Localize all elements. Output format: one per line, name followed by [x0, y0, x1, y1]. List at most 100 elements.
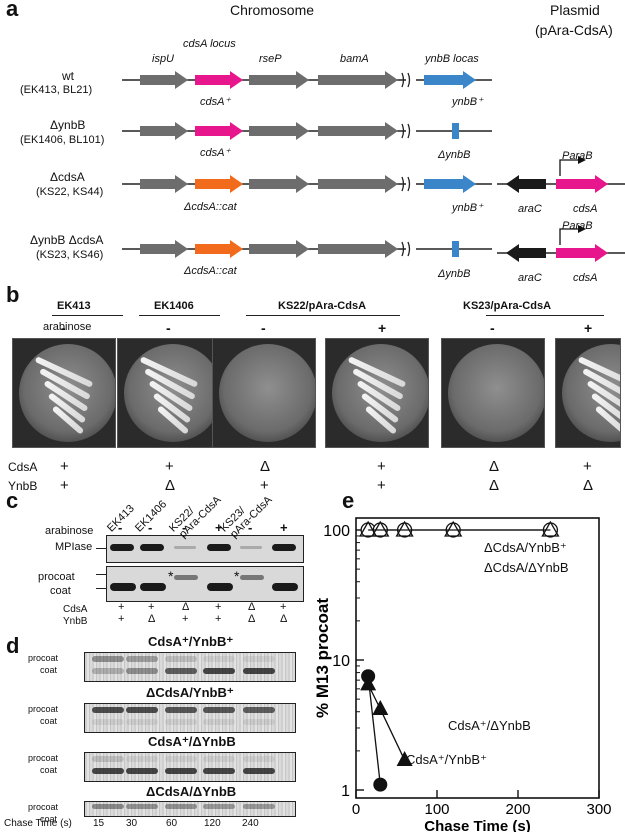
- araC-arrow: [506, 175, 546, 193]
- gene-label-rseP: rseP: [259, 53, 282, 65]
- strain-double-ids: (KS23, KS46): [36, 249, 104, 261]
- chase-time-tick: 240: [242, 818, 259, 829]
- ynbb-sign-c: +: [215, 613, 222, 625]
- cdsa-sign: +: [165, 458, 174, 475]
- procoat-band-d: [126, 707, 158, 713]
- coat-band-d: [165, 668, 197, 674]
- ynbb-sign: +: [260, 477, 269, 494]
- agar-plate: [12, 338, 116, 448]
- procoat-band-d: [203, 656, 235, 662]
- arabinose-sign-c: -: [148, 520, 153, 535]
- strain-ynbB-ids: (EK1406, BL101): [20, 134, 105, 146]
- coat-label-d: coat: [40, 765, 58, 775]
- arabinose-sign: -: [61, 320, 66, 336]
- open-triangle-marker: [371, 520, 390, 537]
- ispU-arrow: [140, 240, 188, 258]
- ynbb-sign: Δ: [583, 477, 594, 494]
- promoter-arrow: [559, 228, 578, 245]
- cdsa-sign-c: +: [118, 601, 125, 613]
- coat-band-d: [165, 719, 197, 725]
- procoat-band-d: [126, 656, 158, 662]
- coat-label-c: coat: [50, 585, 71, 597]
- coat-gel: [106, 566, 304, 602]
- cdsA-arrow: [195, 240, 243, 258]
- plasmid-cdsA-label-2: cdsA: [573, 272, 598, 284]
- ispU-arrow: [140, 71, 188, 89]
- procoat-band-d: [243, 804, 275, 809]
- x-axis-title: Chase Time (s): [424, 818, 530, 832]
- group-underline: [486, 315, 604, 316]
- rseP-arrow: [249, 71, 309, 89]
- chase-gel: [84, 652, 296, 682]
- strain-cdsA: ΔcdsA: [50, 170, 85, 184]
- plasmid-title: Plasmid: [550, 2, 600, 18]
- open-triangle-marker: [395, 520, 414, 537]
- cdsa-label-c: CdsA: [63, 604, 88, 615]
- star-mark: *: [234, 568, 240, 584]
- coat-tick: [96, 588, 106, 589]
- arabinose-sign: -: [490, 320, 495, 336]
- procoat-band-d: [165, 804, 197, 809]
- procoat-band-d: [165, 656, 197, 662]
- ynbB-deletion: [452, 241, 459, 257]
- gel-title: CdsA⁺/YnbB⁺: [148, 634, 234, 649]
- strain-wt-ids: (EK413, BL21): [20, 84, 93, 96]
- gene-label-cdsA-locus: cdsA locus: [183, 38, 236, 50]
- procoat-band-d: [243, 756, 275, 762]
- cdsa-sign-c: +: [215, 601, 222, 613]
- ynbb-sign-c: +: [182, 613, 189, 625]
- plate-dish: [219, 344, 315, 442]
- y-tick-label: 10: [332, 653, 350, 670]
- procoat-label-c: procoat: [38, 571, 75, 583]
- agar-plate: [212, 338, 316, 448]
- ynbb-sign: Δ: [165, 477, 176, 494]
- ynbb-sign-c: Δ: [248, 613, 256, 625]
- y-axis-title: % M13 procoat: [313, 598, 332, 718]
- mplase-band: [272, 544, 296, 551]
- coat-band-d: [243, 768, 275, 774]
- promoter-arrowhead: [578, 156, 586, 164]
- cdsa-label-b: CdsA: [8, 460, 38, 474]
- group-label-3: KS23/pAra-CdsA: [463, 300, 552, 312]
- procoat-band-d: [203, 756, 235, 762]
- row1-ynbB-label: ΔynbB: [438, 149, 471, 161]
- annotation-circ: CdsA⁺/YnbB⁺: [406, 752, 487, 767]
- ispU-arrow: [140, 122, 188, 140]
- arabinose-sign: +: [378, 320, 387, 336]
- break-mark: [401, 72, 411, 88]
- chase-time-tick: 15: [93, 818, 105, 829]
- strain-cdsA-ids: (KS22, KS44): [36, 186, 104, 198]
- panel-a-label: a: [6, 0, 19, 21]
- rseP-arrow: [249, 175, 309, 193]
- break-mark: [401, 123, 411, 139]
- arabinose-label-c: arabinose: [45, 525, 94, 537]
- ynbb-label-b: YnbB: [8, 479, 38, 493]
- row2-cdsA-label: ΔcdsA::cat: [184, 201, 237, 213]
- ynbb-sign-c: Δ: [280, 613, 288, 625]
- procoat-band-d: [92, 656, 124, 662]
- procoat-band-d: [126, 756, 158, 762]
- filled-triangle-marker: [372, 699, 389, 715]
- row0-cdsA-label: cdsA⁺: [200, 96, 231, 108]
- panel-d-label: d: [6, 633, 20, 658]
- cdsA-arrow: [195, 175, 243, 193]
- promoter-arrowhead: [578, 225, 586, 233]
- annotation-top2: ΔCdsA/ΔYnbB: [484, 560, 569, 575]
- coat-band-d: [126, 768, 158, 774]
- coat-band-d: [203, 768, 235, 774]
- procoat-band-d: [126, 804, 158, 809]
- bamA-arrow: [318, 175, 398, 193]
- coat-band-d: [126, 719, 158, 725]
- cdsA-arrow: [195, 122, 243, 140]
- chase-time-tick: 120: [204, 818, 221, 829]
- chase-gel: [84, 752, 296, 782]
- araC-arrow: [506, 244, 546, 262]
- rseP-arrow: [249, 122, 309, 140]
- coat-band-d: [92, 719, 124, 725]
- row2-ynbB-label: ynbB⁺: [452, 202, 483, 214]
- mplase-tick: [96, 548, 106, 549]
- procoat-band-d: [203, 707, 235, 713]
- chase-time-label: Chase Time (s): [4, 818, 72, 829]
- ispU-arrow: [140, 175, 188, 193]
